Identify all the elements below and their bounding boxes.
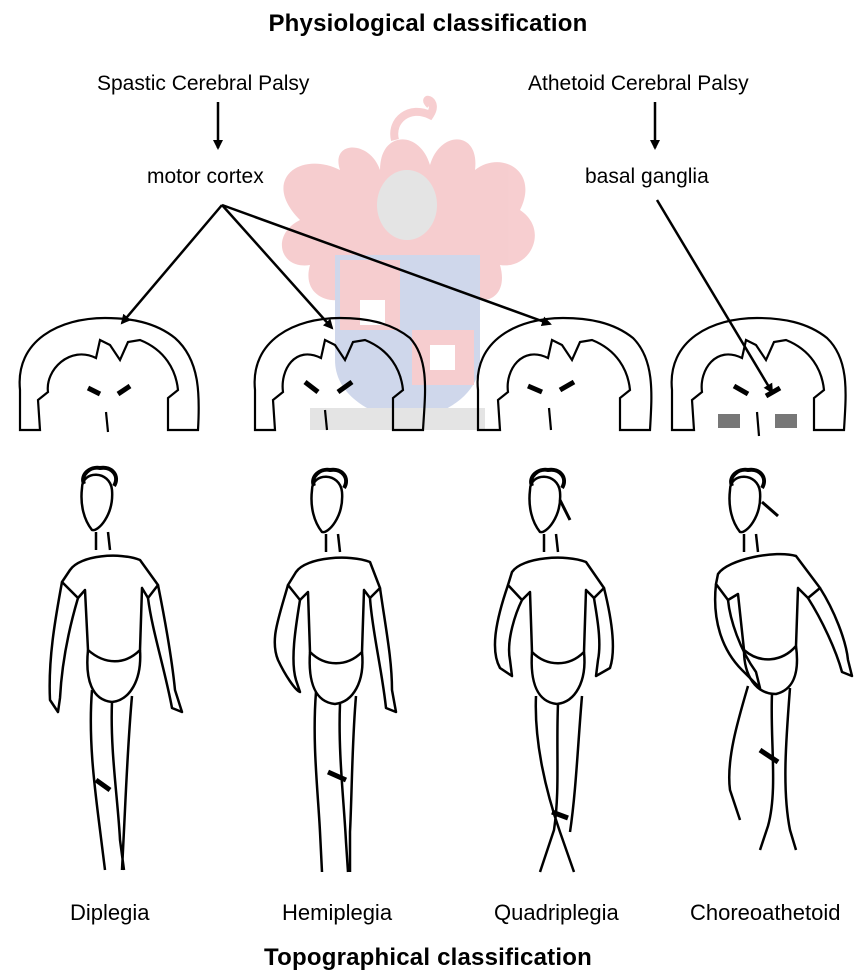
physiological-title: Physiological classification bbox=[0, 10, 856, 38]
spastic-label: Spastic Cerebral Palsy bbox=[97, 72, 309, 96]
figure-quadriplegia bbox=[495, 470, 613, 872]
athetoid-label: Athetoid Cerebral Palsy bbox=[528, 72, 749, 96]
figure-label-diplegia: Diplegia bbox=[70, 900, 150, 926]
motor-cortex-label: motor cortex bbox=[147, 165, 264, 189]
figure-hemiplegia bbox=[275, 470, 396, 872]
arrow-cortex-quadriplegia bbox=[222, 205, 550, 324]
brain-section-hemiplegia bbox=[255, 318, 425, 430]
figure-label-hemiplegia: Hemiplegia bbox=[282, 900, 392, 926]
figure-choreoathetoid bbox=[715, 470, 852, 850]
figure-diplegia bbox=[50, 468, 182, 870]
brain-section-choreoathetoid bbox=[672, 318, 846, 436]
brain-section-quadriplegia bbox=[478, 318, 652, 430]
figure-label-quadriplegia: Quadriplegia bbox=[494, 900, 619, 926]
basal-ganglia-label: basal ganglia bbox=[585, 165, 709, 189]
arrow-cortex-hemiplegia bbox=[222, 205, 332, 328]
arrow-cortex-diplegia bbox=[122, 205, 222, 323]
topographical-title: Topographical classification bbox=[0, 944, 856, 972]
figure-label-choreoathetoid: Choreoathetoid bbox=[690, 900, 840, 926]
brain-section-diplegia bbox=[20, 318, 199, 432]
